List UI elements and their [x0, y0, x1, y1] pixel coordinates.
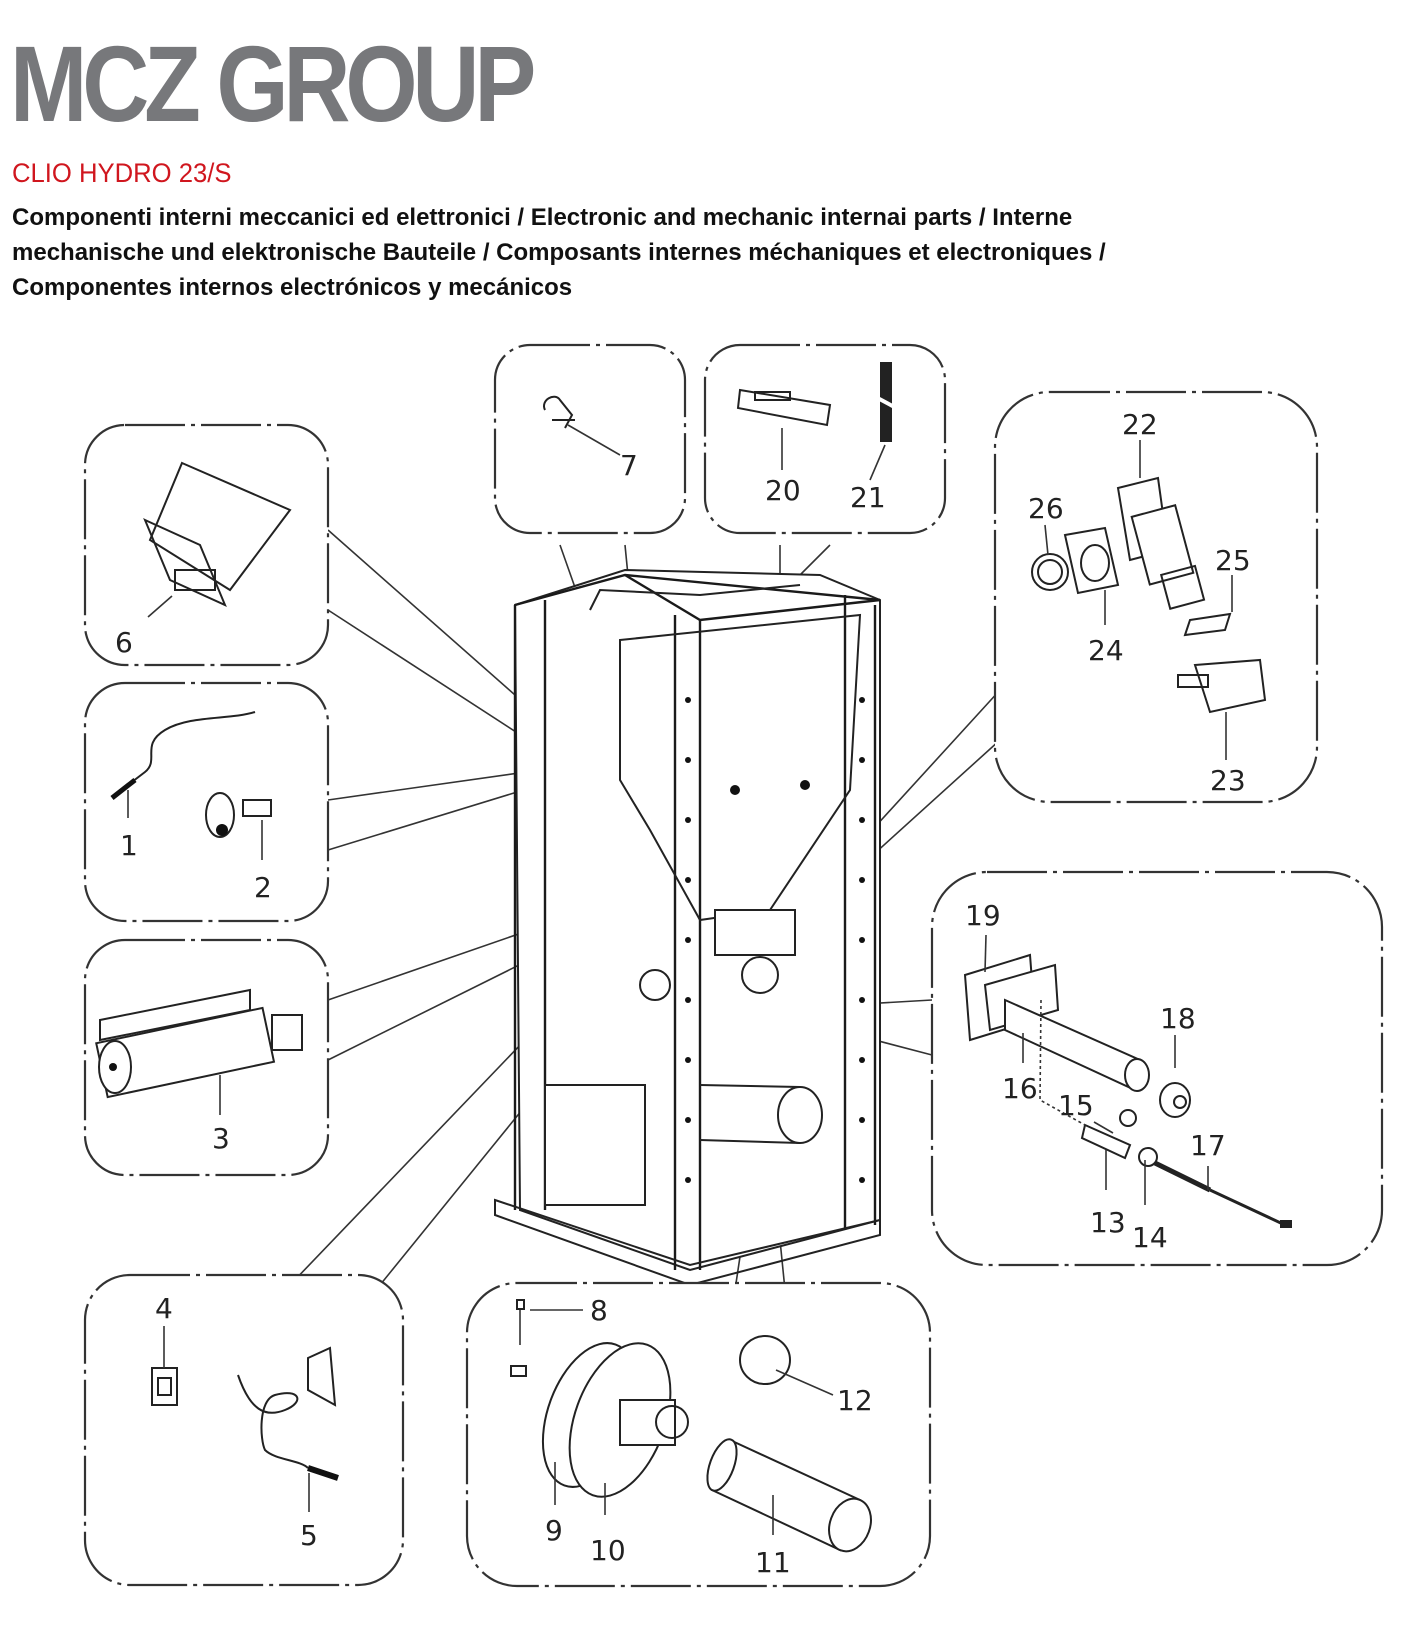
callout-box-7: 7: [493, 343, 687, 535]
part-label-11: 11: [755, 1546, 791, 1579]
model-title: CLIO HYDRO 23/S: [12, 158, 232, 188]
part-label-4: 4: [155, 1292, 173, 1325]
part-label-13: 13: [1090, 1206, 1126, 1239]
callout-box-13-19: 19 18 16 15 17 13 14: [930, 870, 1384, 1267]
description-line: Componentes internos electrónicos y mecá…: [12, 274, 573, 301]
part-label-23: 23: [1210, 764, 1246, 797]
description-line: mechanische und elektronische Bauteile /…: [12, 239, 1106, 266]
stove-frame: [494, 568, 881, 1287]
callout-box-1-2: 1 2: [83, 681, 330, 923]
part-label-21: 21: [850, 481, 886, 514]
description-line: Componenti interni meccanici ed elettron…: [12, 204, 1073, 231]
part-label-22: 22: [1122, 408, 1158, 441]
part-label-24: 24: [1088, 634, 1124, 667]
part-label-18: 18: [1160, 1002, 1196, 1035]
callout-box-22-26: 22 26 25 24 23: [993, 390, 1319, 804]
part-label-25: 25: [1215, 544, 1251, 577]
part-label-26: 26: [1028, 492, 1064, 525]
callout-box-8-12: 8 12 9 10 11: [465, 1281, 932, 1588]
part-label-19: 19: [965, 899, 1001, 932]
part-label-1: 1: [120, 829, 138, 862]
part-label-10: 10: [590, 1534, 626, 1567]
part-label-6: 6: [115, 626, 133, 659]
part-label-12: 12: [837, 1384, 873, 1417]
callout-box-20-21: 20 21: [703, 343, 947, 535]
callout-box-4-5: 4 5: [83, 1273, 405, 1587]
part-label-17: 17: [1190, 1129, 1226, 1162]
part-label-14: 14: [1132, 1221, 1168, 1254]
part-label-7: 7: [620, 449, 638, 482]
part-label-9: 9: [545, 1514, 563, 1547]
part-label-2: 2: [254, 871, 272, 904]
brand-logo: MCZ GROUP: [10, 23, 536, 144]
part-label-3: 3: [212, 1122, 230, 1155]
description: Componenti interni meccanici ed elettron…: [12, 200, 1392, 305]
part-label-8: 8: [590, 1294, 608, 1327]
part-label-20: 20: [765, 474, 801, 507]
callout-box-6: 6: [83, 423, 330, 667]
callout-box-3: 3: [83, 938, 330, 1177]
part-label-15: 15: [1058, 1089, 1094, 1122]
part-label-16: 16: [1002, 1072, 1038, 1105]
part-label-5: 5: [300, 1519, 318, 1552]
